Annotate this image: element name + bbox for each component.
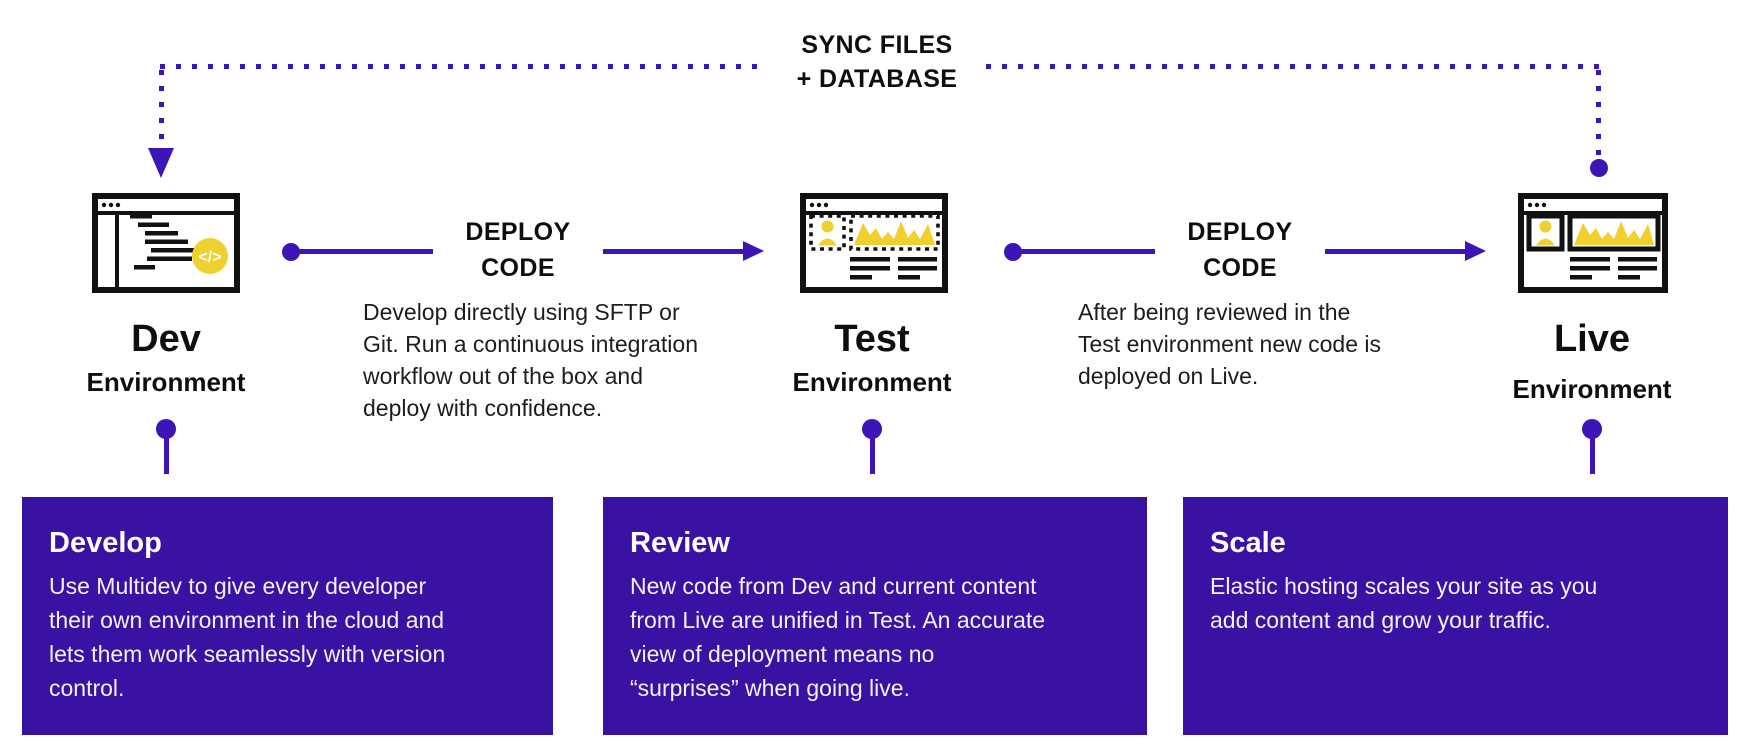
flow-arrowhead-icon (1465, 241, 1486, 261)
card-body: New code from Dev and current content fr… (630, 573, 1046, 701)
deploy-label-line1: DEPLOY (1187, 218, 1293, 246)
deploy-label-line2: CODE (481, 254, 555, 282)
text-lines (1570, 257, 1657, 280)
flow-arrowhead-icon (743, 241, 764, 261)
image-chart-icon (1574, 221, 1654, 245)
env-type-dev: Environment (86, 367, 246, 397)
card-develop: Develop Use Multidev to give every devel… (22, 497, 553, 735)
env-name-live: Live (1553, 318, 1631, 360)
env-name-test: Test (834, 318, 910, 360)
pin-stem-test (869, 437, 875, 474)
flow-description-dev-to-test: Develop directly using SFTP or Git. Run … (363, 299, 698, 421)
chart-box-dotted (849, 214, 940, 251)
deploy-label-line1: DEPLOY (465, 218, 571, 246)
pin-dot-live (1582, 419, 1602, 439)
flow-line (1013, 249, 1155, 254)
sync-label-line1: SYNC FILES (801, 31, 953, 59)
env-name-dev: Dev (131, 318, 201, 360)
pin-dot-test (862, 419, 882, 439)
live-browser-icon (1518, 193, 1668, 293)
sync-down-arrowhead-icon (148, 148, 174, 178)
sync-label-line2: + DATABASE (796, 65, 958, 93)
env-type-live: Environment (1512, 374, 1672, 404)
avatar-box-dotted (809, 214, 846, 251)
card-title: Develop (49, 527, 162, 559)
environment-label-live: Live Environment (1472, 318, 1712, 404)
dev-browser-icon: </> (92, 193, 240, 293)
sync-dotted-line-left (160, 64, 764, 69)
pin-stem-live (1589, 437, 1595, 474)
image-chart-icon (854, 221, 935, 245)
card-scale: Scale Elastic hosting scales your site a… (1183, 497, 1728, 735)
avatar-icon (1536, 220, 1555, 246)
window-controls-dots (809, 202, 829, 208)
card-title: Scale (1210, 527, 1286, 559)
deploy-code-label: DEPLOY CODE (1140, 214, 1340, 286)
deploy-code-flow-test-to-live: DEPLOY CODE (1004, 198, 1506, 308)
sync-dotted-line-right (986, 64, 1600, 69)
code-badge-icon: </> (192, 238, 228, 274)
deploy-code-label: DEPLOY CODE (418, 214, 618, 286)
sync-dotted-line-up-from-live (1596, 70, 1601, 156)
pin-stem-dev (163, 437, 169, 474)
card-body: Use Multidev to give every developer the… (49, 573, 446, 701)
code-lines (130, 214, 200, 270)
deploy-code-flow-dev-to-test: DEPLOY CODE (282, 198, 784, 308)
chart-box (1567, 213, 1661, 252)
environment-label-test: Test Environment (752, 318, 992, 397)
environment-label-dev: Dev Environment (46, 318, 286, 397)
pin-dot-dev (156, 419, 176, 439)
text-lines (850, 257, 937, 280)
env-type-test: Environment (792, 367, 952, 397)
avatar-icon (818, 220, 837, 246)
card-body: Elastic hosting scales your site as you … (1210, 573, 1598, 633)
flow-arrow-line (1325, 249, 1467, 254)
window-controls-dots (1527, 202, 1547, 208)
sync-files-database-label: SYNC FILES + DATABASE (757, 28, 997, 96)
card-title: Review (630, 527, 730, 559)
flow-line (291, 249, 433, 254)
sync-dotted-line-down-to-dev (159, 70, 164, 148)
window-controls-dots (101, 202, 121, 208)
sync-endpoint-dot (1590, 159, 1608, 177)
test-browser-icon (800, 193, 948, 293)
flow-description-test-to-live: After being reviewed in the Test environ… (1078, 299, 1381, 389)
flow-arrow-line (603, 249, 745, 254)
deploy-label-line2: CODE (1203, 254, 1277, 282)
avatar-box (1526, 213, 1565, 252)
code-glyph: </> (198, 249, 221, 266)
card-review: Review New code from Dev and current con… (603, 497, 1147, 735)
